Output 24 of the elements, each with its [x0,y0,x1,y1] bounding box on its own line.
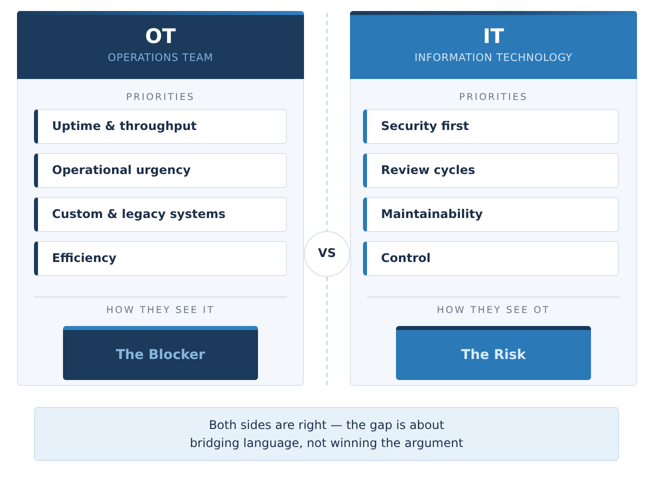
section-label: PRIORITIES [126,93,195,102]
team-title: IT [482,26,504,46]
perception-card: The Risk [396,326,591,380]
priority-card: Custom & legacy systems [34,197,287,232]
priority-card: Security first [363,109,619,144]
section-label: HOW THEY SEE OT [436,306,550,316]
priority-card: Uptime & throughput [34,109,287,144]
perception-card: The Blocker [63,326,258,380]
section-label: HOW THEY SEE IT [106,306,215,316]
priority-card: Maintainability [363,197,619,232]
note-box: Both sides are right — the gap is about bridging language, not winning the argument [34,407,619,461]
team-header [350,11,637,79]
team-panel [17,11,304,386]
team-subtitle: INFORMATION TECHNOLOGY [414,53,572,64]
team-title: OT [145,26,176,46]
versus-circle: VS [304,231,350,277]
team-subtitle: OPERATIONS TEAM [108,53,214,64]
priority-card: Efficiency [34,241,287,276]
priority-card: Review cycles [363,153,619,188]
team-panel [350,11,637,386]
team-header [17,11,304,79]
priority-card: Operational urgency [34,153,287,188]
section-label: PRIORITIES [459,93,528,102]
priority-card: Control [363,241,619,276]
